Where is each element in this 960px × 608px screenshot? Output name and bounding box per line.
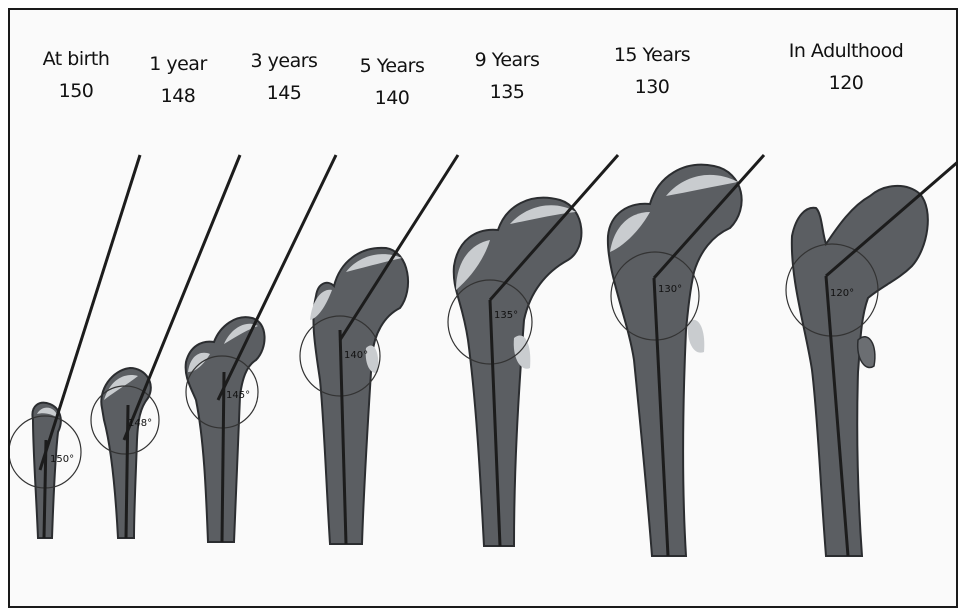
angle-mark: 140°: [344, 350, 368, 361]
femur-shaft: [186, 317, 265, 542]
femur-shaft: [792, 186, 928, 556]
femur-adulthood: 120°: [786, 160, 960, 556]
angle-mark: 150°: [50, 454, 74, 465]
femur-5-years: 140°: [300, 155, 458, 544]
angle-mark: 145°: [226, 390, 250, 401]
femur-9-years: 135°: [448, 155, 618, 546]
shaft-axis-line: [222, 372, 224, 542]
angle-mark: 148°: [128, 418, 152, 429]
angle-mark: 120°: [830, 288, 854, 299]
cartilage-cap: [688, 320, 705, 353]
angle-mark: 130°: [658, 284, 682, 295]
angle-mark: 135°: [494, 310, 518, 321]
neck-axis-line: [340, 155, 458, 340]
lesser-trochanter: [858, 337, 875, 368]
femur-3-years: 145°: [186, 155, 336, 542]
femur-15-years: 130°: [608, 155, 764, 556]
